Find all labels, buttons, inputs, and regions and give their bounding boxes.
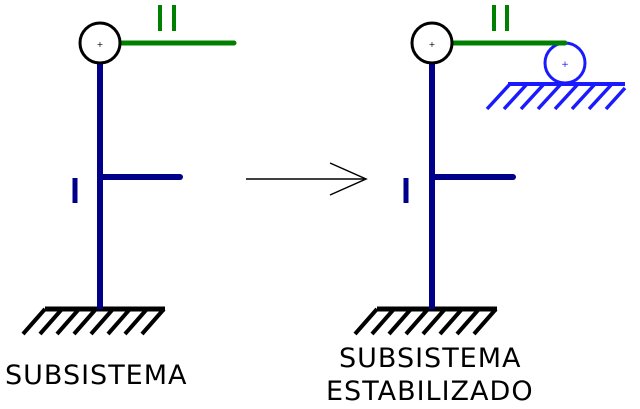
right-hinge-center-mark: + — [429, 40, 436, 49]
right-fixed-support — [353, 306, 498, 336]
roller-ground-hatch — [485, 82, 627, 111]
roller-support: + — [485, 41, 627, 111]
right-ground-hatch — [353, 307, 498, 336]
right-beam-mark — [492, 5, 509, 31]
left-beam-mark — [158, 5, 176, 31]
right-caption-line1: SUBSISTEMA — [339, 343, 522, 374]
transform-arrow — [246, 162, 368, 196]
left-ground-hatch — [21, 307, 166, 336]
roller-center-mark: + — [561, 60, 569, 70]
left-caption: SUBSISTEMA — [5, 360, 188, 391]
left-hinge-center-mark: + — [97, 40, 104, 49]
left-fixed-support — [21, 306, 166, 336]
right-subsystem: + + — [353, 5, 627, 336]
right-caption-line2: ESTABILIZADO — [326, 376, 534, 407]
left-subsystem: + — [21, 5, 237, 336]
right-hinge — [410, 21, 454, 65]
left-hinge — [78, 21, 122, 65]
